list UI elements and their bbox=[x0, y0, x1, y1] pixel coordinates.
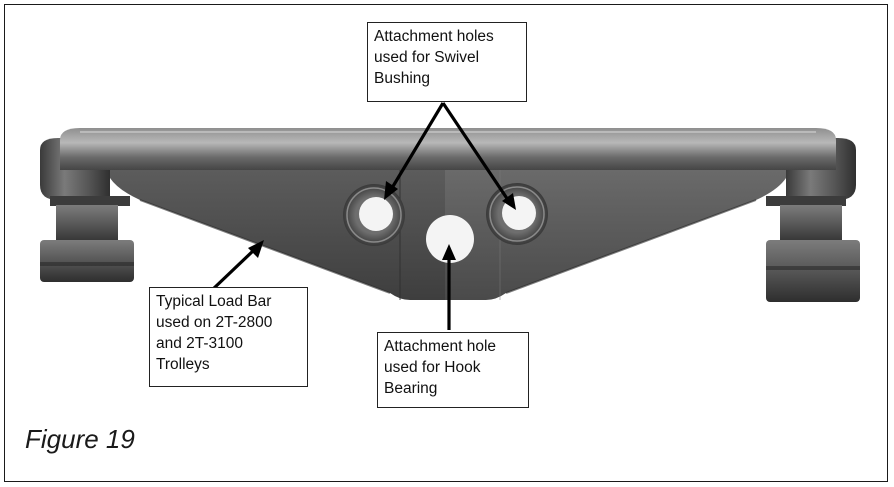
arrow-to-hook-hole bbox=[442, 244, 456, 330]
callout-load-bar: Typical Load Bar used on 2T-2800 and 2T-… bbox=[149, 287, 308, 387]
top-beam bbox=[60, 128, 836, 170]
arrows bbox=[210, 102, 516, 330]
arrow-to-swivel-right bbox=[441, 102, 516, 210]
arrow-to-swivel-left bbox=[384, 102, 445, 200]
callout-hook-bearing: Attachment hole used for Hook Bearing bbox=[377, 332, 529, 408]
swivel-hole-right bbox=[486, 183, 548, 245]
swivel-hole-left bbox=[343, 184, 405, 246]
hook-bearing-hole bbox=[426, 215, 474, 263]
figure-caption: Figure 19 bbox=[25, 424, 135, 454]
arrow-to-load-plate bbox=[210, 240, 264, 292]
callout-swivel-bushing: Attachment holes used for Swivel Bushing bbox=[367, 22, 527, 102]
